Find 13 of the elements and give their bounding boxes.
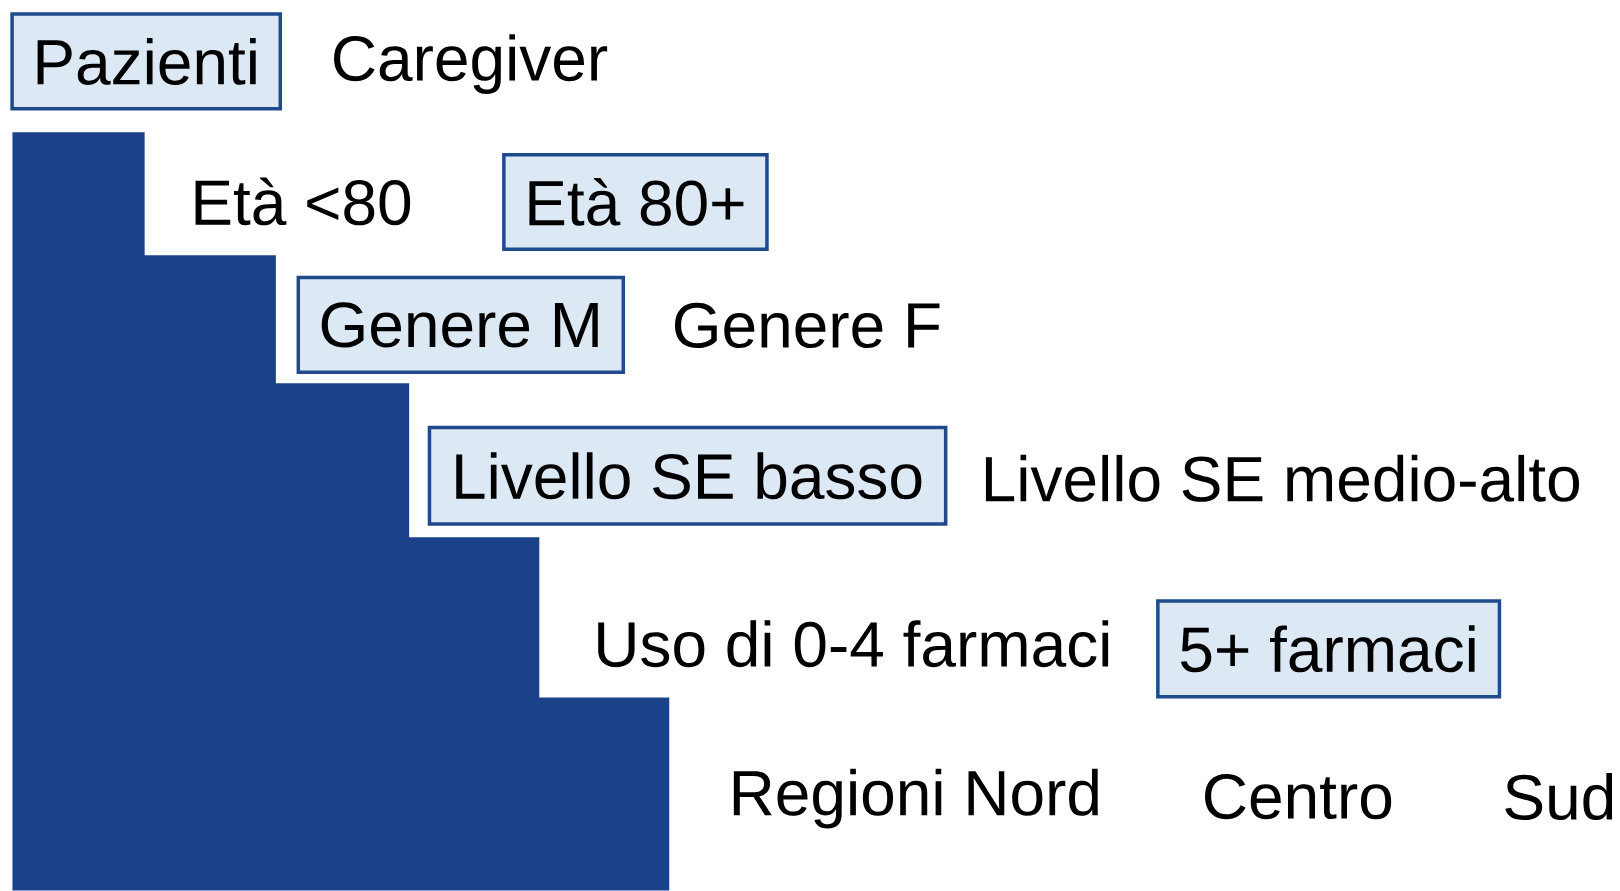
category-label: Regioni Nord xyxy=(733,768,1098,829)
category-label: Caregiver xyxy=(334,34,608,94)
category-label: Uso di 0-4 farmaci xyxy=(598,620,1109,668)
category-label: Sud xyxy=(1505,773,1613,821)
category-box: Livello SE basso xyxy=(427,425,948,526)
category-label: Livello SE medio-alto xyxy=(985,454,1579,502)
category-box: 5+ farmaci xyxy=(1156,599,1502,699)
category-box: Pazienti xyxy=(10,12,283,111)
category-box: Età 80+ xyxy=(502,152,769,252)
category-label: Genere F xyxy=(675,302,940,349)
category-label: Età <80 xyxy=(195,177,411,226)
category-label: Centro xyxy=(1205,773,1392,820)
category-box: Genere M xyxy=(296,275,626,375)
